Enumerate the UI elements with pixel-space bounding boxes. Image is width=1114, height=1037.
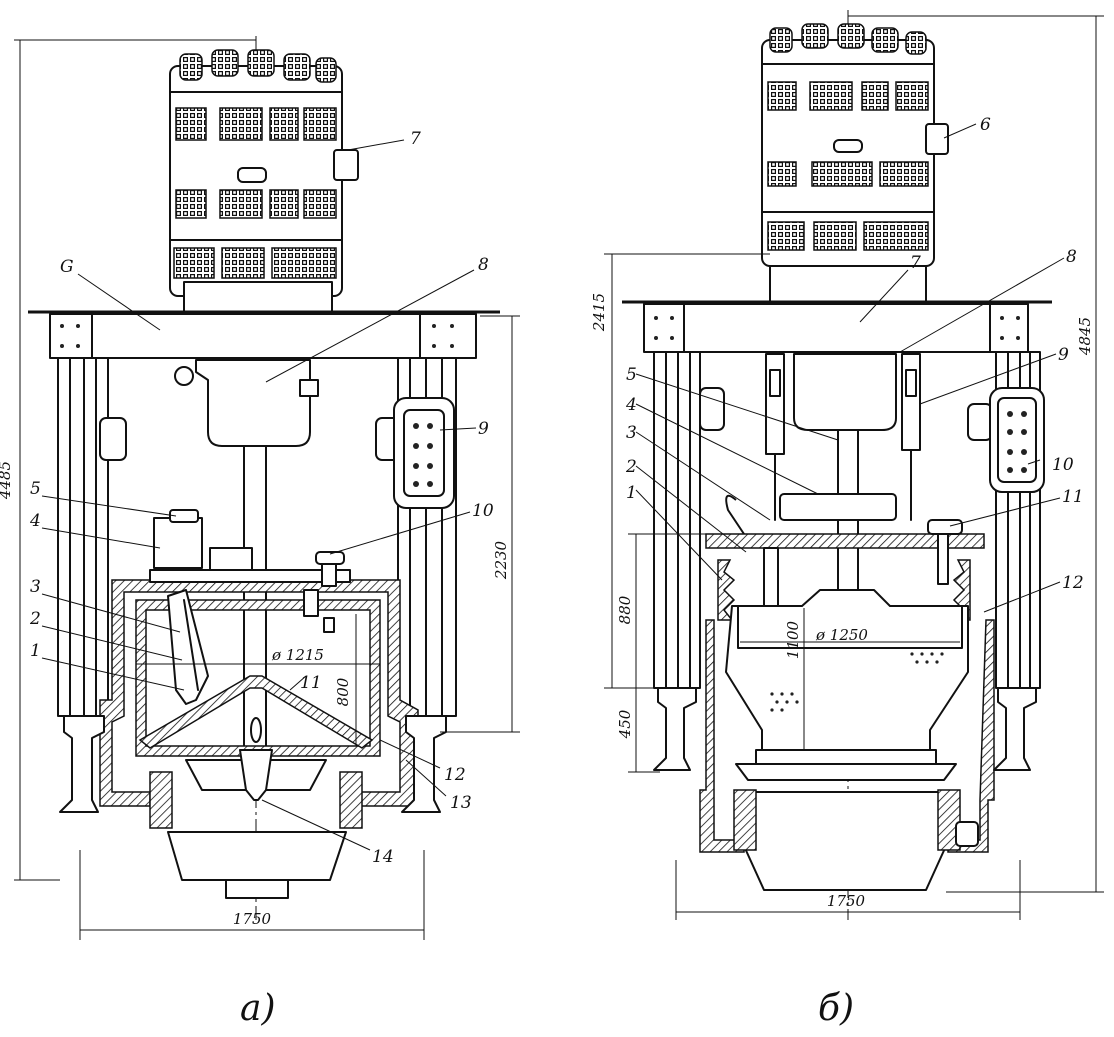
label-a-8: 8 <box>478 255 489 275</box>
label-a-5: 5 <box>30 479 41 499</box>
label-b-8: 8 <box>1066 247 1077 267</box>
gearbox-b <box>765 353 921 521</box>
leader-lines <box>41 139 477 851</box>
dim-b-depth: 1100 <box>784 620 802 659</box>
dim-a-height-base: 2230 <box>492 540 510 580</box>
dimension-lines <box>14 39 520 940</box>
housing <box>99 509 419 899</box>
label-a-6: G <box>60 257 74 277</box>
support-columns-b <box>653 351 1045 689</box>
gearbox <box>174 359 319 447</box>
legs <box>59 715 447 813</box>
label-a-11: 11 <box>300 673 322 693</box>
label-b-10: 10 <box>1052 455 1074 475</box>
label-b-5: 5 <box>626 365 637 385</box>
label-b-4: 4 <box>625 395 637 415</box>
dim-b-height-body: 880 <box>616 595 634 624</box>
motor-b <box>761 23 949 309</box>
label-a-14: 14 <box>372 847 394 867</box>
label-b-12: 12 <box>1062 573 1084 593</box>
label-b-2: 2 <box>625 457 637 477</box>
dim-b-diameter: ø 1250 <box>815 626 868 644</box>
dim-b-height-frame: 2415 <box>590 293 608 332</box>
label-b-9: 9 <box>1058 345 1069 365</box>
label-b-7: 7 <box>910 253 921 273</box>
label-a-1: 1 <box>30 641 41 661</box>
motor <box>169 49 359 315</box>
dim-b-height-leg: 450 <box>616 709 634 739</box>
label-a-13: 13 <box>450 793 472 813</box>
figure-b: 6 7 8 9 10 11 12 5 4 3 2 1 4845 2415 880… <box>590 10 1104 1029</box>
label-b-11: 11 <box>1062 487 1084 507</box>
caption-a: а) <box>240 988 276 1029</box>
caption-b: б) <box>818 988 854 1029</box>
legs-b <box>653 687 1037 771</box>
dimension-lines-b <box>604 15 1104 920</box>
dim-a-height-total: 4485 <box>0 461 14 500</box>
label-a-7: 7 <box>410 129 421 149</box>
label-b-6: 6 <box>980 115 991 135</box>
dim-b-width: 1750 <box>827 892 866 910</box>
dim-a-depth: 800 <box>334 677 352 706</box>
figure-a: 7 G 8 9 10 5 4 3 2 1 11 12 13 14 4485 22… <box>0 36 520 1029</box>
label-a-10: 10 <box>472 501 494 521</box>
frame-beam-b <box>622 300 1052 353</box>
label-b-1: 1 <box>626 483 637 503</box>
dim-a-diameter: ø 1215 <box>271 646 324 664</box>
label-a-9: 9 <box>478 419 489 439</box>
label-a-3: 3 <box>30 577 41 597</box>
support-columns <box>57 357 457 717</box>
label-a-4: 4 <box>29 511 41 531</box>
dim-b-height-total: 4845 <box>1076 317 1094 356</box>
leader-lines-b <box>635 123 1065 613</box>
label-b-3: 3 <box>626 423 637 443</box>
frame-beam <box>28 310 500 359</box>
label-a-12: 12 <box>444 765 466 785</box>
label-a-2: 2 <box>29 609 41 629</box>
dim-a-width: 1750 <box>233 910 272 928</box>
